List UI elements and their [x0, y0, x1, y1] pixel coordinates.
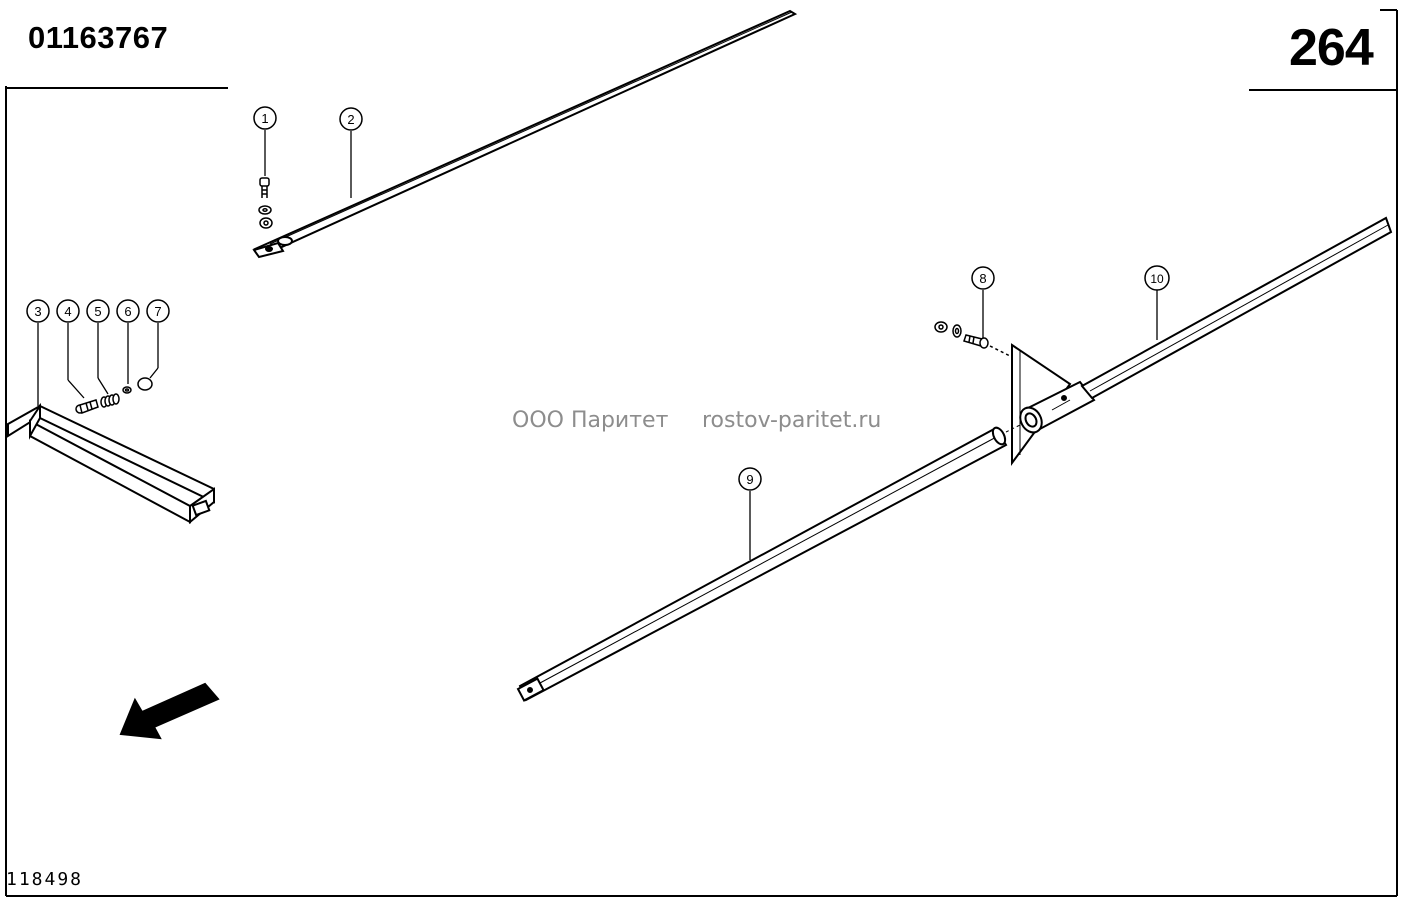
travel-direction-arrow-icon [119, 682, 220, 740]
callout-5-circle [86, 299, 110, 323]
callout-9-circle [738, 467, 762, 491]
callout-5-label: 5 [94, 304, 101, 319]
bolt-set-item-1 [258, 177, 273, 229]
bolt-set-item-8 [934, 321, 1011, 357]
callout-1-circle [253, 106, 277, 130]
callout-9-label: 9 [746, 472, 753, 487]
callout-labels: 1 2 3 4 5 6 7 8 9 10 [34, 111, 1164, 487]
callout-6-circle [116, 299, 140, 323]
bracket-plate [1011, 343, 1096, 467]
callout-leaders [37, 130, 1158, 560]
callout-7-label: 7 [154, 304, 161, 319]
callout-10-label: 10 [1150, 272, 1164, 286]
callout-circles [26, 106, 1170, 491]
callout-2-circle [339, 107, 363, 131]
callout-6-label: 6 [124, 304, 131, 319]
callout-7-circle [146, 299, 170, 323]
rod-item-10 [1080, 216, 1393, 400]
rod-item-2 [252, 9, 798, 259]
assembly-guide-lines [1005, 423, 1023, 433]
callout-1-label: 1 [261, 111, 268, 126]
callout-2-label: 2 [347, 112, 354, 127]
callout-4-label: 4 [64, 304, 71, 319]
callout-4-circle [56, 299, 80, 323]
part-number: 01163767 [28, 20, 169, 55]
square-tube-item-3 [7, 402, 215, 525]
callout-8-label: 8 [979, 271, 986, 286]
callout-3-circle [26, 299, 50, 323]
sheet-frame [5, 9, 1398, 897]
callout-10-circle [1144, 265, 1170, 291]
drawing-number: 118498 [6, 869, 84, 890]
watermark-website: rostov-paritet.ru [702, 408, 882, 433]
fastener-set-items-4-7 [75, 377, 153, 414]
watermark-company: ООО Паритет [512, 408, 669, 433]
page-number: 264 [1289, 19, 1374, 77]
rod-item-9 [516, 426, 1008, 702]
callout-8-circle [971, 266, 995, 290]
callout-3-label: 3 [34, 304, 41, 319]
